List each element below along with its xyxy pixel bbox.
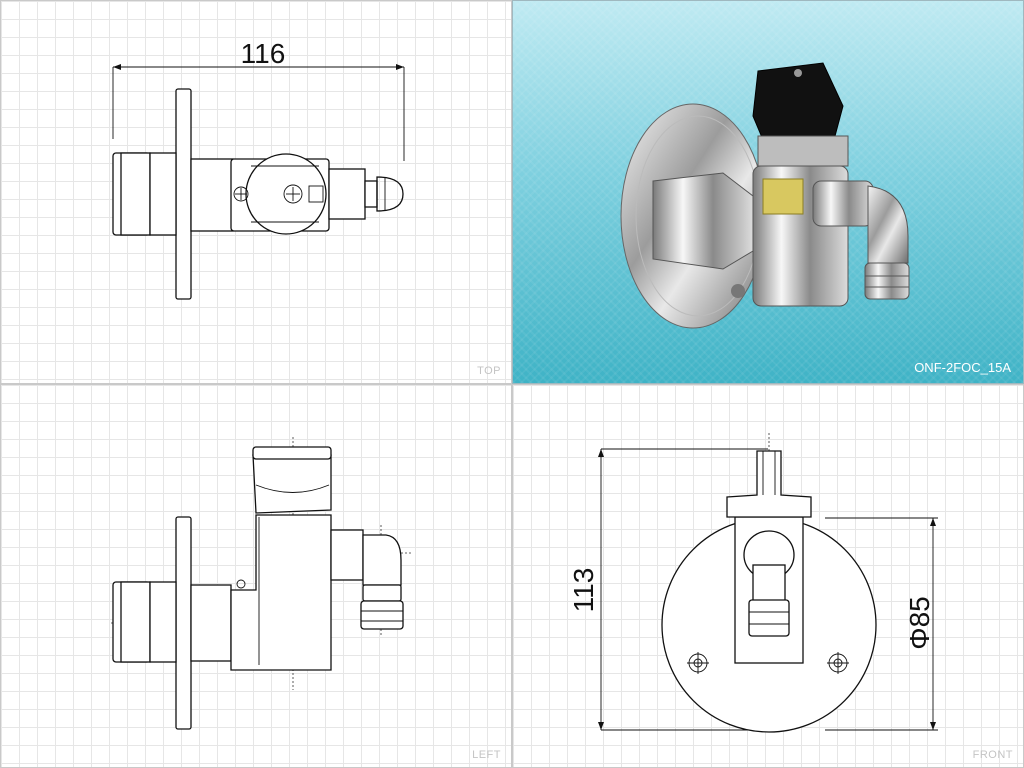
front-view-drawing: 113 Φ85 — [568, 433, 938, 733]
left-view-label: LEFT — [472, 749, 501, 761]
left-view-drawing — [111, 437, 411, 730]
top-view-drawing: 116 — [112, 38, 405, 300]
front-view-panel: 113 Φ85 — [512, 384, 1024, 768]
top-dimension-text: 116 — [241, 38, 286, 69]
front-diameter-dimension-text: Φ85 — [904, 596, 935, 649]
product-photo — [620, 62, 910, 329]
product-photo-panel: ONF-2FOC_15A — [512, 0, 1024, 384]
top-view-panel: 116 TOP — [0, 0, 512, 384]
model-number-label: ONF-2FOC_15A — [914, 360, 1011, 375]
front-view-label: FRONT — [972, 749, 1013, 761]
front-height-dimension-text: 113 — [568, 568, 599, 613]
left-view-panel: LEFT — [0, 384, 512, 768]
top-view-label: TOP — [477, 365, 501, 377]
